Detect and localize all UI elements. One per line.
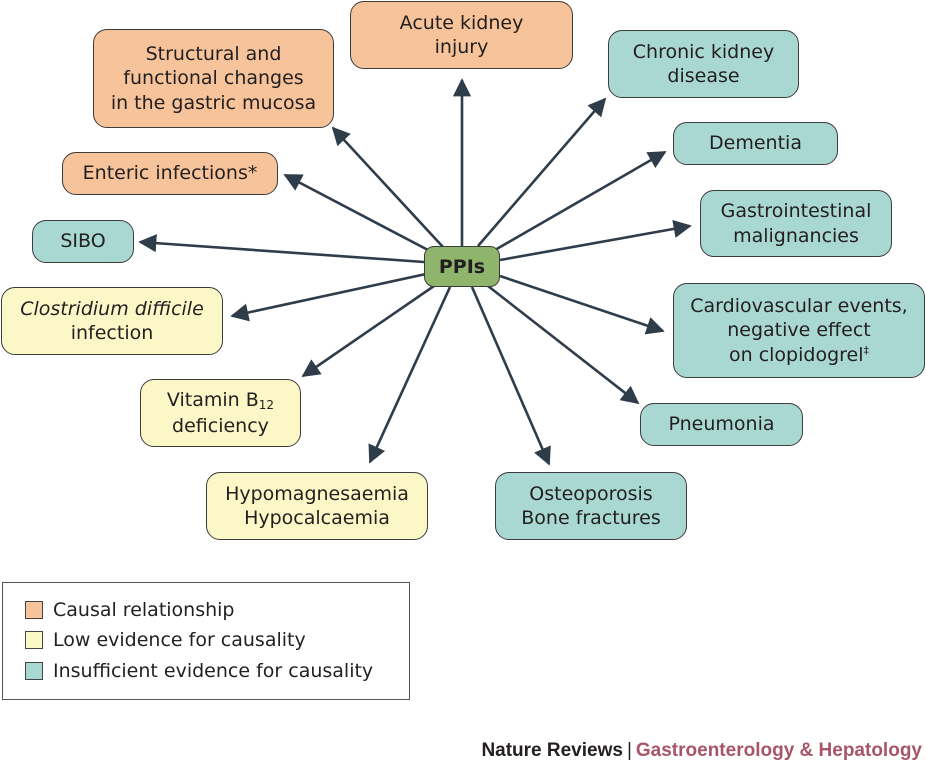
node-enteric-infections: Enteric infections* [62,152,278,195]
node-structural-gastric-changes: Structural and functional changes in the… [93,29,334,128]
node-osteoporosis: Osteoporosis Bone fractures [495,472,687,540]
arrow-to-gi-malignancies [499,219,692,262]
node-sibo: SIBO [32,220,134,263]
legend-swatch-insufficient [25,662,43,680]
arrow-to-enteric-infections [283,173,429,252]
legend-swatch-causal [25,601,43,619]
arrow-to-dementia [494,150,667,252]
node-dementia: Dementia [673,122,838,165]
arrow-to-sibo [138,234,425,264]
arrow-to-vitamin-b12 [301,284,435,378]
credit-separator: | [626,740,632,761]
legend-item-insufficient: Insufficient evidence for causality [25,660,373,682]
arrow-to-chronic-kidney [477,97,607,247]
legend-swatch-low [25,631,43,649]
node-hypomagnesaemia: Hypomagnesaemia Hypocalcaemia [206,472,428,540]
arrow-to-cardiovascular [499,274,665,335]
legend-item-low: Low evidence for causality [25,629,306,651]
node-gi-malignancies: Gastrointestinal malignancies [700,190,892,257]
legend-item-causal: Causal relationship [25,599,235,621]
node-cardiovascular-events: Cardiovascular events, negative effect o… [673,283,925,378]
journal-name: Gastroenterology & Hepatology [635,740,922,761]
arrow-to-c-difficile [230,272,427,322]
publisher-name: Nature Reviews [481,740,623,761]
arrow-to-pneumonia [487,284,640,405]
journal-credit: Nature Reviews|Gastroenterology & Hepato… [481,740,922,762]
center-node-ppis: PPIs [424,246,500,287]
arrow-to-structural-gastric [331,126,444,248]
arrow-to-osteoporosis [470,286,551,466]
legend: Causal relationship Low evidence for cau… [2,582,410,700]
arrow-to-hypomagnesaemia [368,286,452,464]
node-chronic-kidney-disease: Chronic kidney disease [608,30,799,98]
node-pneumonia: Pneumonia [640,403,803,446]
node-acute-kidney-injury: Acute kidney injury [350,1,573,69]
c-difficile-species-name: Clostridium difficile [20,297,204,320]
